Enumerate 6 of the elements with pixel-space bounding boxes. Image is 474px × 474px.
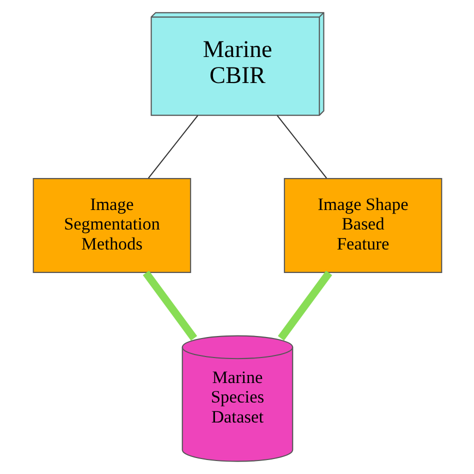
connector: [148, 115, 198, 178]
connector: [277, 270, 332, 341]
connector: [276, 115, 326, 178]
connector: [142, 270, 197, 341]
node-box: Image Shape Based Feature: [283, 178, 442, 274]
node-box: Image Segmentation Methods: [32, 178, 191, 274]
